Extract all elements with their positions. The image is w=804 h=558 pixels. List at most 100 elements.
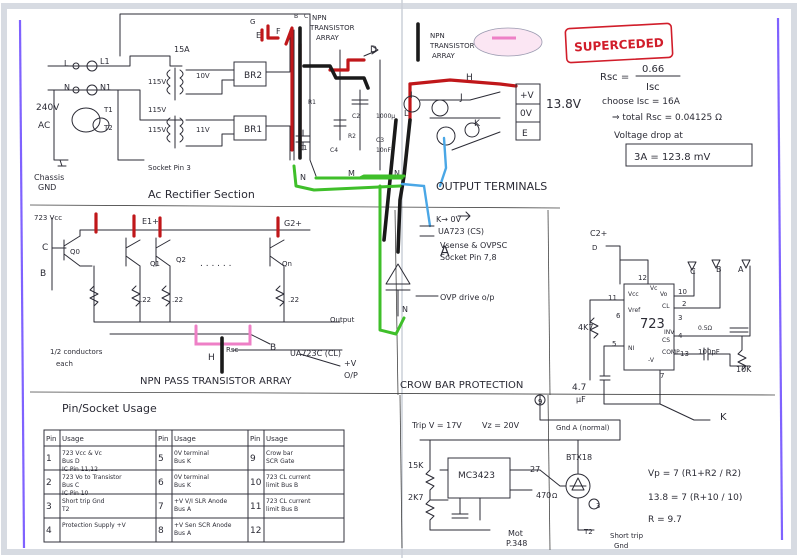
svg-text:OVP drive o/p: OVP drive o/p [440, 293, 494, 302]
svg-text:10nF: 10nF [376, 147, 391, 154]
svg-text:NPN: NPN [312, 14, 327, 22]
ac-rectifier-section: 240V AC Chassis GND L N L1 N1 T1 T2 15A … [34, 13, 311, 201]
svg-text:470: 470 [536, 491, 551, 500]
svg-text:0.66: 0.66 [642, 64, 664, 75]
svg-text:B: B [270, 343, 276, 353]
pin-number: 9 [250, 454, 256, 464]
pin-table-header: Pin [250, 435, 260, 443]
svg-text:N1: N1 [100, 83, 111, 92]
pin-number: 4 [46, 526, 52, 536]
top-transistor-i-circle [403, 95, 421, 113]
svg-text:Short trip: Short trip [610, 532, 644, 540]
svg-text:C: C [304, 13, 308, 20]
pin-number: 1 [46, 454, 52, 464]
page-shadow [1, 3, 797, 555]
svg-text:L1: L1 [100, 57, 110, 66]
svg-text:2: 2 [682, 300, 686, 308]
svg-text:P.348: P.348 [506, 539, 527, 548]
svg-text:10K: 10K [736, 365, 752, 374]
ic723-body [623, 283, 675, 371]
svg-text:K→ 0V: K→ 0V [436, 215, 462, 224]
svg-text:0V: 0V [520, 109, 533, 119]
svg-text:CROW BAR PROTECTION: CROW BAR PROTECTION [400, 380, 523, 391]
svg-text:Voltage drop at: Voltage drop at [614, 131, 683, 141]
svg-text:TRANSISTOR: TRANSISTOR [429, 42, 475, 50]
svg-text:G: G [250, 18, 255, 26]
svg-text:10V: 10V [196, 72, 210, 80]
svg-text:µF: µF [576, 395, 586, 404]
svg-text:115V: 115V [148, 78, 166, 86]
svg-text:G2+: G2+ [284, 219, 302, 228]
svg-text:each: each [56, 360, 73, 368]
svg-text:12: 12 [638, 274, 647, 282]
svg-text:UA723C (CL): UA723C (CL) [290, 349, 341, 358]
svg-text:Vp = 7 (R1+R2 / R2): Vp = 7 (R1+R2 / R2) [648, 469, 741, 479]
svg-text:4K7: 4K7 [578, 323, 593, 332]
svg-text:Chassis: Chassis [34, 173, 64, 182]
svg-text:H: H [466, 73, 473, 83]
svg-text:15A: 15A [174, 45, 190, 54]
svg-text:L: L [64, 59, 69, 68]
svg-text:723 Vcc: 723 Vcc [34, 214, 62, 222]
pin-usage: Protection Supply +V [62, 522, 127, 529]
svg-text:SUPERCEDED: SUPERCEDED [574, 36, 664, 55]
svg-text:A: A [440, 244, 450, 260]
pin-number: 12 [250, 526, 261, 536]
svg-text:Vz = 20V: Vz = 20V [482, 421, 520, 430]
svg-text:11: 11 [608, 294, 617, 302]
svg-text:T2: T2 [583, 528, 593, 536]
svg-text:3: 3 [678, 314, 682, 322]
svg-text:F: F [276, 27, 281, 36]
svg-text:R = 9.7: R = 9.7 [648, 515, 682, 525]
pin-table-header: Pin [158, 435, 168, 443]
svg-text:choose Isc = 16A: choose Isc = 16A [602, 97, 681, 107]
svg-text:C4: C4 [330, 147, 338, 154]
svg-text:BR2: BR2 [244, 71, 262, 81]
svg-text:.22: .22 [140, 296, 151, 304]
top-transistor-k-circle [436, 126, 456, 146]
svg-text:N: N [300, 173, 306, 182]
svg-text:A: A [738, 265, 744, 274]
pin-number: 6 [158, 478, 164, 488]
svg-text:C2: C2 [352, 113, 360, 120]
section-divider-lines [18, 17, 784, 551]
svg-text:240V: 240V [36, 103, 60, 113]
pin-table-header: Usage [266, 435, 288, 443]
svg-text:ARRAY: ARRAY [432, 52, 455, 60]
svg-text:4.7: 4.7 [572, 383, 586, 393]
svg-text:⇒ total Rsc = 0.04125 Ω: ⇒ total Rsc = 0.04125 Ω [612, 113, 722, 123]
svg-text:NPN: NPN [430, 32, 445, 40]
svg-text:NPN PASS TRANSISTOR ARRAY: NPN PASS TRANSISTOR ARRAY [140, 376, 292, 387]
svg-text:Vcc: Vcc [628, 291, 639, 298]
svg-text:Socket Pin 3: Socket Pin 3 [148, 164, 191, 172]
svg-text:B: B [716, 265, 722, 274]
svg-text:1/2 conductors: 1/2 conductors [50, 348, 103, 356]
svg-text:R2: R2 [348, 133, 356, 140]
svg-text:-V: -V [648, 357, 655, 364]
svg-text:CS: CS [662, 337, 670, 344]
svg-text:7: 7 [660, 372, 664, 380]
svg-text:ARRAY: ARRAY [316, 34, 339, 42]
svg-text:Ac Rectifier Section: Ac Rectifier Section [148, 188, 255, 201]
svg-text:5: 5 [612, 340, 616, 348]
svg-text:Vsense & OVPSC: Vsense & OVPSC [440, 241, 508, 250]
svg-text:BR1: BR1 [244, 125, 262, 135]
svg-text:115V: 115V [148, 126, 166, 134]
svg-text:GND: GND [38, 183, 56, 192]
svg-text:N: N [394, 169, 400, 178]
svg-text:T1: T1 [103, 106, 113, 114]
svg-text:100pF: 100pF [698, 348, 720, 356]
svg-text:AC: AC [38, 121, 50, 131]
crowbar-protection: CROW BAR PROTECTION Trip V = 17V Vz = 20… [400, 380, 742, 550]
svg-text:C2+: C2+ [590, 229, 607, 238]
svg-text:115V: 115V [148, 106, 166, 114]
svg-text:INV: INV [664, 329, 675, 336]
svg-text:Gnd: Gnd [614, 542, 628, 550]
svg-text:D: D [370, 45, 377, 55]
